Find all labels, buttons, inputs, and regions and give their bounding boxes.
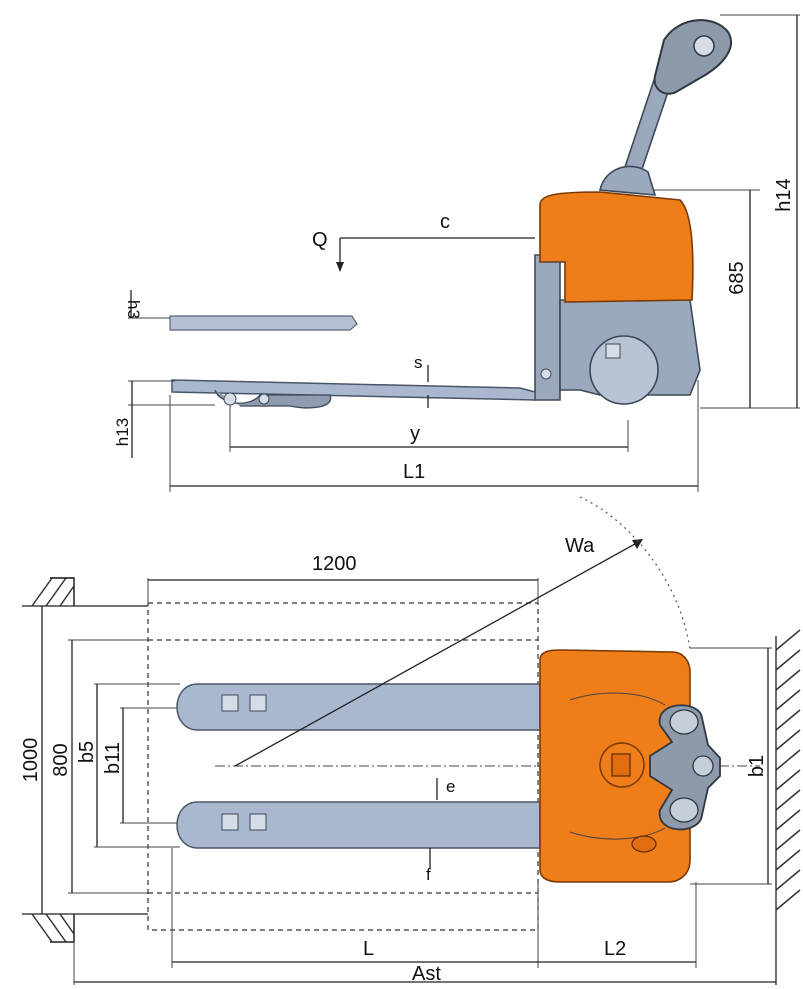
label-800: 800: [50, 743, 72, 776]
dim-b5: b5: [76, 683, 180, 848]
label-b1: b1: [746, 755, 768, 777]
label-f: f: [426, 865, 431, 884]
fork-lowered: [128, 379, 536, 409]
dim-Ast: Ast: [74, 963, 776, 985]
label-L1: L1: [403, 461, 425, 483]
fork-top-lower: [176, 801, 541, 849]
top-view: 1200 1000 800: [20, 496, 801, 985]
side-view: h14 685: [113, 14, 800, 492]
dim-800: 800: [50, 639, 148, 894]
dim-L1: L1: [169, 380, 699, 492]
tiller-head-top: [649, 704, 721, 831]
dim-L2: L2: [538, 882, 697, 968]
label-b5: b5: [76, 741, 98, 763]
label-L: L: [363, 938, 374, 960]
dim-1000: 1000: [20, 606, 43, 914]
fork-top-upper: [176, 683, 541, 731]
fork-raised: h3: [124, 290, 358, 331]
label-685: 685: [726, 261, 748, 294]
wall-hatch-left-bottom: [22, 913, 148, 985]
label-h13: h13: [113, 418, 132, 446]
dim-e: e: [436, 777, 455, 800]
dim-s: s: [414, 353, 429, 408]
dim-h14: h14: [700, 14, 800, 409]
dim-L: L: [171, 848, 539, 968]
truck-body-side: [534, 191, 701, 405]
tiller-arm: [599, 19, 733, 196]
label-Wa: Wa: [565, 535, 595, 557]
label-s: s: [414, 353, 423, 372]
label-Ast: Ast: [412, 963, 441, 985]
dim-Wa: Wa: [234, 496, 691, 767]
pallet-outline: [147, 602, 539, 931]
label-h14: h14: [773, 178, 795, 211]
label-Q: Q: [312, 229, 328, 251]
dim-h13: h13: [113, 381, 133, 458]
dim-1200: 1200: [147, 553, 539, 605]
label-b11: b11: [102, 742, 124, 774]
load-centre-dim: Q c: [312, 211, 535, 272]
label-1200: 1200: [312, 553, 357, 575]
label-y: y: [410, 423, 420, 445]
dim-b11: b11: [102, 707, 180, 824]
dim-b1: b1: [690, 647, 772, 885]
truck-body-top: [539, 649, 691, 883]
wall-hatch-right: [775, 629, 801, 985]
dim-685: 685: [650, 189, 760, 408]
label-e: e: [446, 777, 455, 796]
label-c: c: [440, 211, 450, 233]
wall-hatch-left-top: [22, 577, 148, 607]
label-h3: h3: [124, 300, 143, 319]
dim-y: y: [229, 405, 629, 452]
dim-f: f: [426, 848, 431, 884]
label-1000: 1000: [20, 738, 42, 783]
label-L2: L2: [604, 938, 626, 960]
